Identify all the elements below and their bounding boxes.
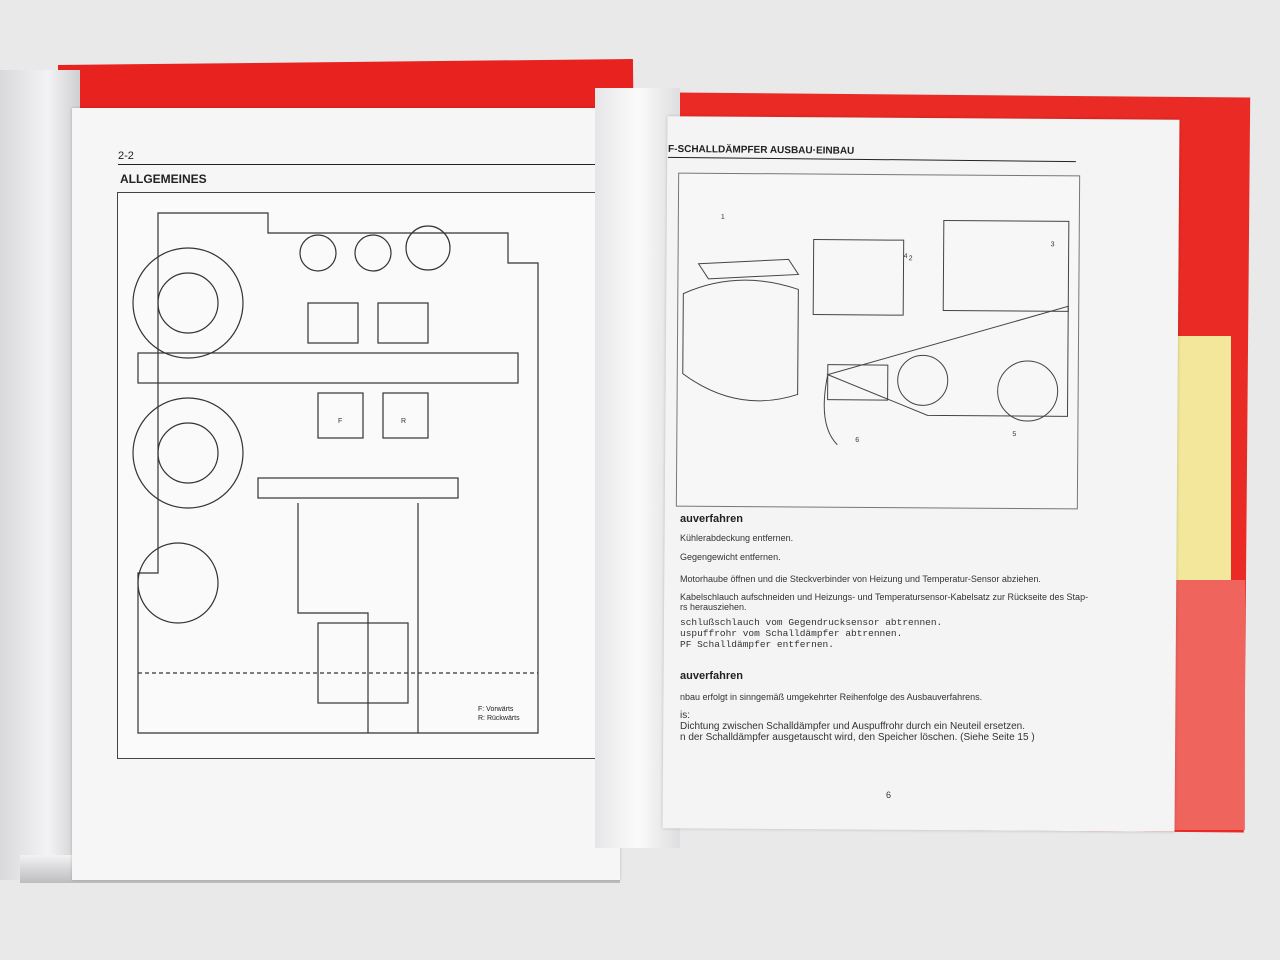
muffler-diagram: 1 2 3 4 5 6 <box>675 172 1081 510</box>
left-plastic-sleeve <box>0 70 80 880</box>
removal-section: auverfahren Kühlerabdeckung entfernen. G… <box>680 513 1088 650</box>
callout-1: 1 <box>720 213 725 221</box>
removal-step-mono: PF Schalldämpfer entfernen. <box>680 639 834 650</box>
install-text: nbau erfolgt in sinngemäß umgekehrter Re… <box>680 692 983 702</box>
legend-reverse: R: Rückwärts <box>478 715 520 722</box>
callout-2: 2 <box>908 255 913 263</box>
right-page-number: 6 <box>886 790 892 800</box>
callout-4: 4 <box>903 253 908 261</box>
muffler-drawing <box>682 219 1070 446</box>
note: n der Schalldämpfer ausgetauscht wird, d… <box>680 732 1035 743</box>
label-r: R <box>401 418 407 425</box>
callout-3: 3 <box>1050 241 1055 249</box>
legend-forward: F: Vorwärts <box>478 706 514 713</box>
removal-step: Motorhaube öffnen und die Steckverbinder… <box>680 574 1041 584</box>
callout-5: 5 <box>1012 430 1017 438</box>
left-page-number: 2-2 <box>118 150 603 165</box>
removal-step: Kabelschlauch aufschneiden und Heizungs-… <box>680 592 1089 602</box>
callout-6: 6 <box>855 436 860 444</box>
note-label: is: <box>680 710 690 721</box>
removal-step-mono: uspuffrohr vom Schalldämpfer abtrennen. <box>680 628 903 639</box>
install-heading: auverfahren <box>680 670 743 682</box>
diagram-legend: F: Vorwärts R: Rückwärts <box>478 705 520 723</box>
removal-heading: auverfahren <box>680 513 743 525</box>
transmission-diagram: F R <box>117 192 602 759</box>
removal-step: Gegengewicht entfernen. <box>680 552 781 562</box>
removal-step-cont: rs herausziehen. <box>680 602 747 612</box>
note: Dichtung zwischen Schalldämpfer und Ausp… <box>680 721 1026 732</box>
removal-step-mono: schlußschlauch vom Gegendrucksensor abtr… <box>680 617 943 628</box>
transmission-drawing <box>132 212 539 734</box>
removal-step: Kühlerabdeckung entfernen. <box>680 533 794 543</box>
left-page-title: ALLGEMEINES <box>120 172 207 186</box>
label-f: F <box>338 418 343 425</box>
install-section: auverfahren nbau erfolgt in sinngemäß um… <box>680 670 1035 743</box>
